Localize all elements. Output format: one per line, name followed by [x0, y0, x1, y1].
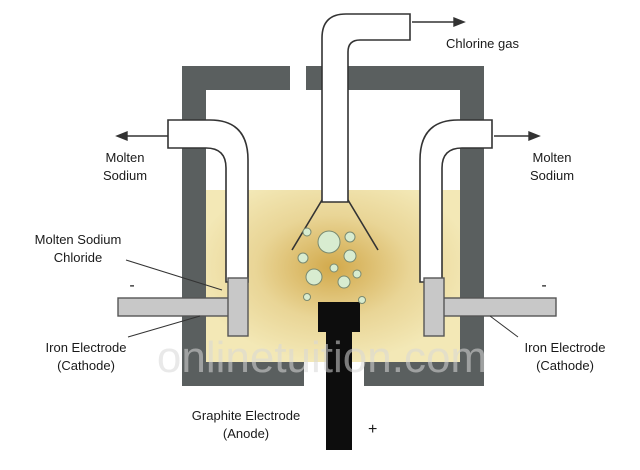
label-chlorine-gas: Chlorine gas: [446, 36, 519, 51]
chlorine-gas-pipe: [321, 13, 411, 203]
bubble: [297, 252, 309, 264]
label-iron-electrode-right: Iron Electrode: [525, 340, 606, 355]
label-molten-sodium-left: Molten: [105, 150, 144, 165]
cathode-sign-right: -: [541, 277, 546, 294]
pointer-molten-nacl: [125, 259, 223, 291]
iron-electrode-left: [117, 277, 249, 337]
label-molten-sodium-right: Molten: [532, 150, 571, 165]
bubble: [303, 293, 311, 301]
chlorine-bubbles: [297, 227, 366, 304]
label-molten-sodium-right-2: Sodium: [530, 168, 574, 183]
label-molten-nacl-2: Chloride: [54, 250, 102, 265]
label-molten-sodium-left-2: Sodium: [103, 168, 147, 183]
bubble: [329, 263, 339, 273]
label-graphite-electrode: Graphite Electrode: [192, 408, 300, 423]
collection-funnel: [291, 199, 379, 251]
bubble: [352, 269, 362, 279]
pointer-iron-left: [127, 315, 201, 338]
bubble: [302, 227, 312, 237]
pointer-iron-right: [489, 315, 519, 338]
label-iron-electrode-right-2: (Cathode): [536, 358, 594, 373]
cathode-sign-left: -: [129, 277, 134, 294]
bubble: [343, 249, 357, 263]
bubble: [305, 268, 323, 286]
bubble: [358, 296, 366, 304]
bubble: [344, 231, 356, 243]
anode-sign: +: [368, 421, 377, 438]
iron-electrode-right: [423, 277, 557, 337]
graphite-anode: [318, 302, 360, 450]
label-iron-electrode-left-2: (Cathode): [57, 358, 115, 373]
bubble: [337, 275, 351, 289]
label-pointers: [125, 259, 519, 338]
label-iron-electrode-left: Iron Electrode: [46, 340, 127, 355]
flow-arrows: [115, 16, 541, 142]
label-molten-nacl: Molten Sodium: [35, 232, 122, 247]
watermark: onlinetuition.com: [157, 333, 487, 382]
bubble: [317, 230, 341, 254]
label-graphite-electrode-2: (Anode): [223, 426, 269, 441]
